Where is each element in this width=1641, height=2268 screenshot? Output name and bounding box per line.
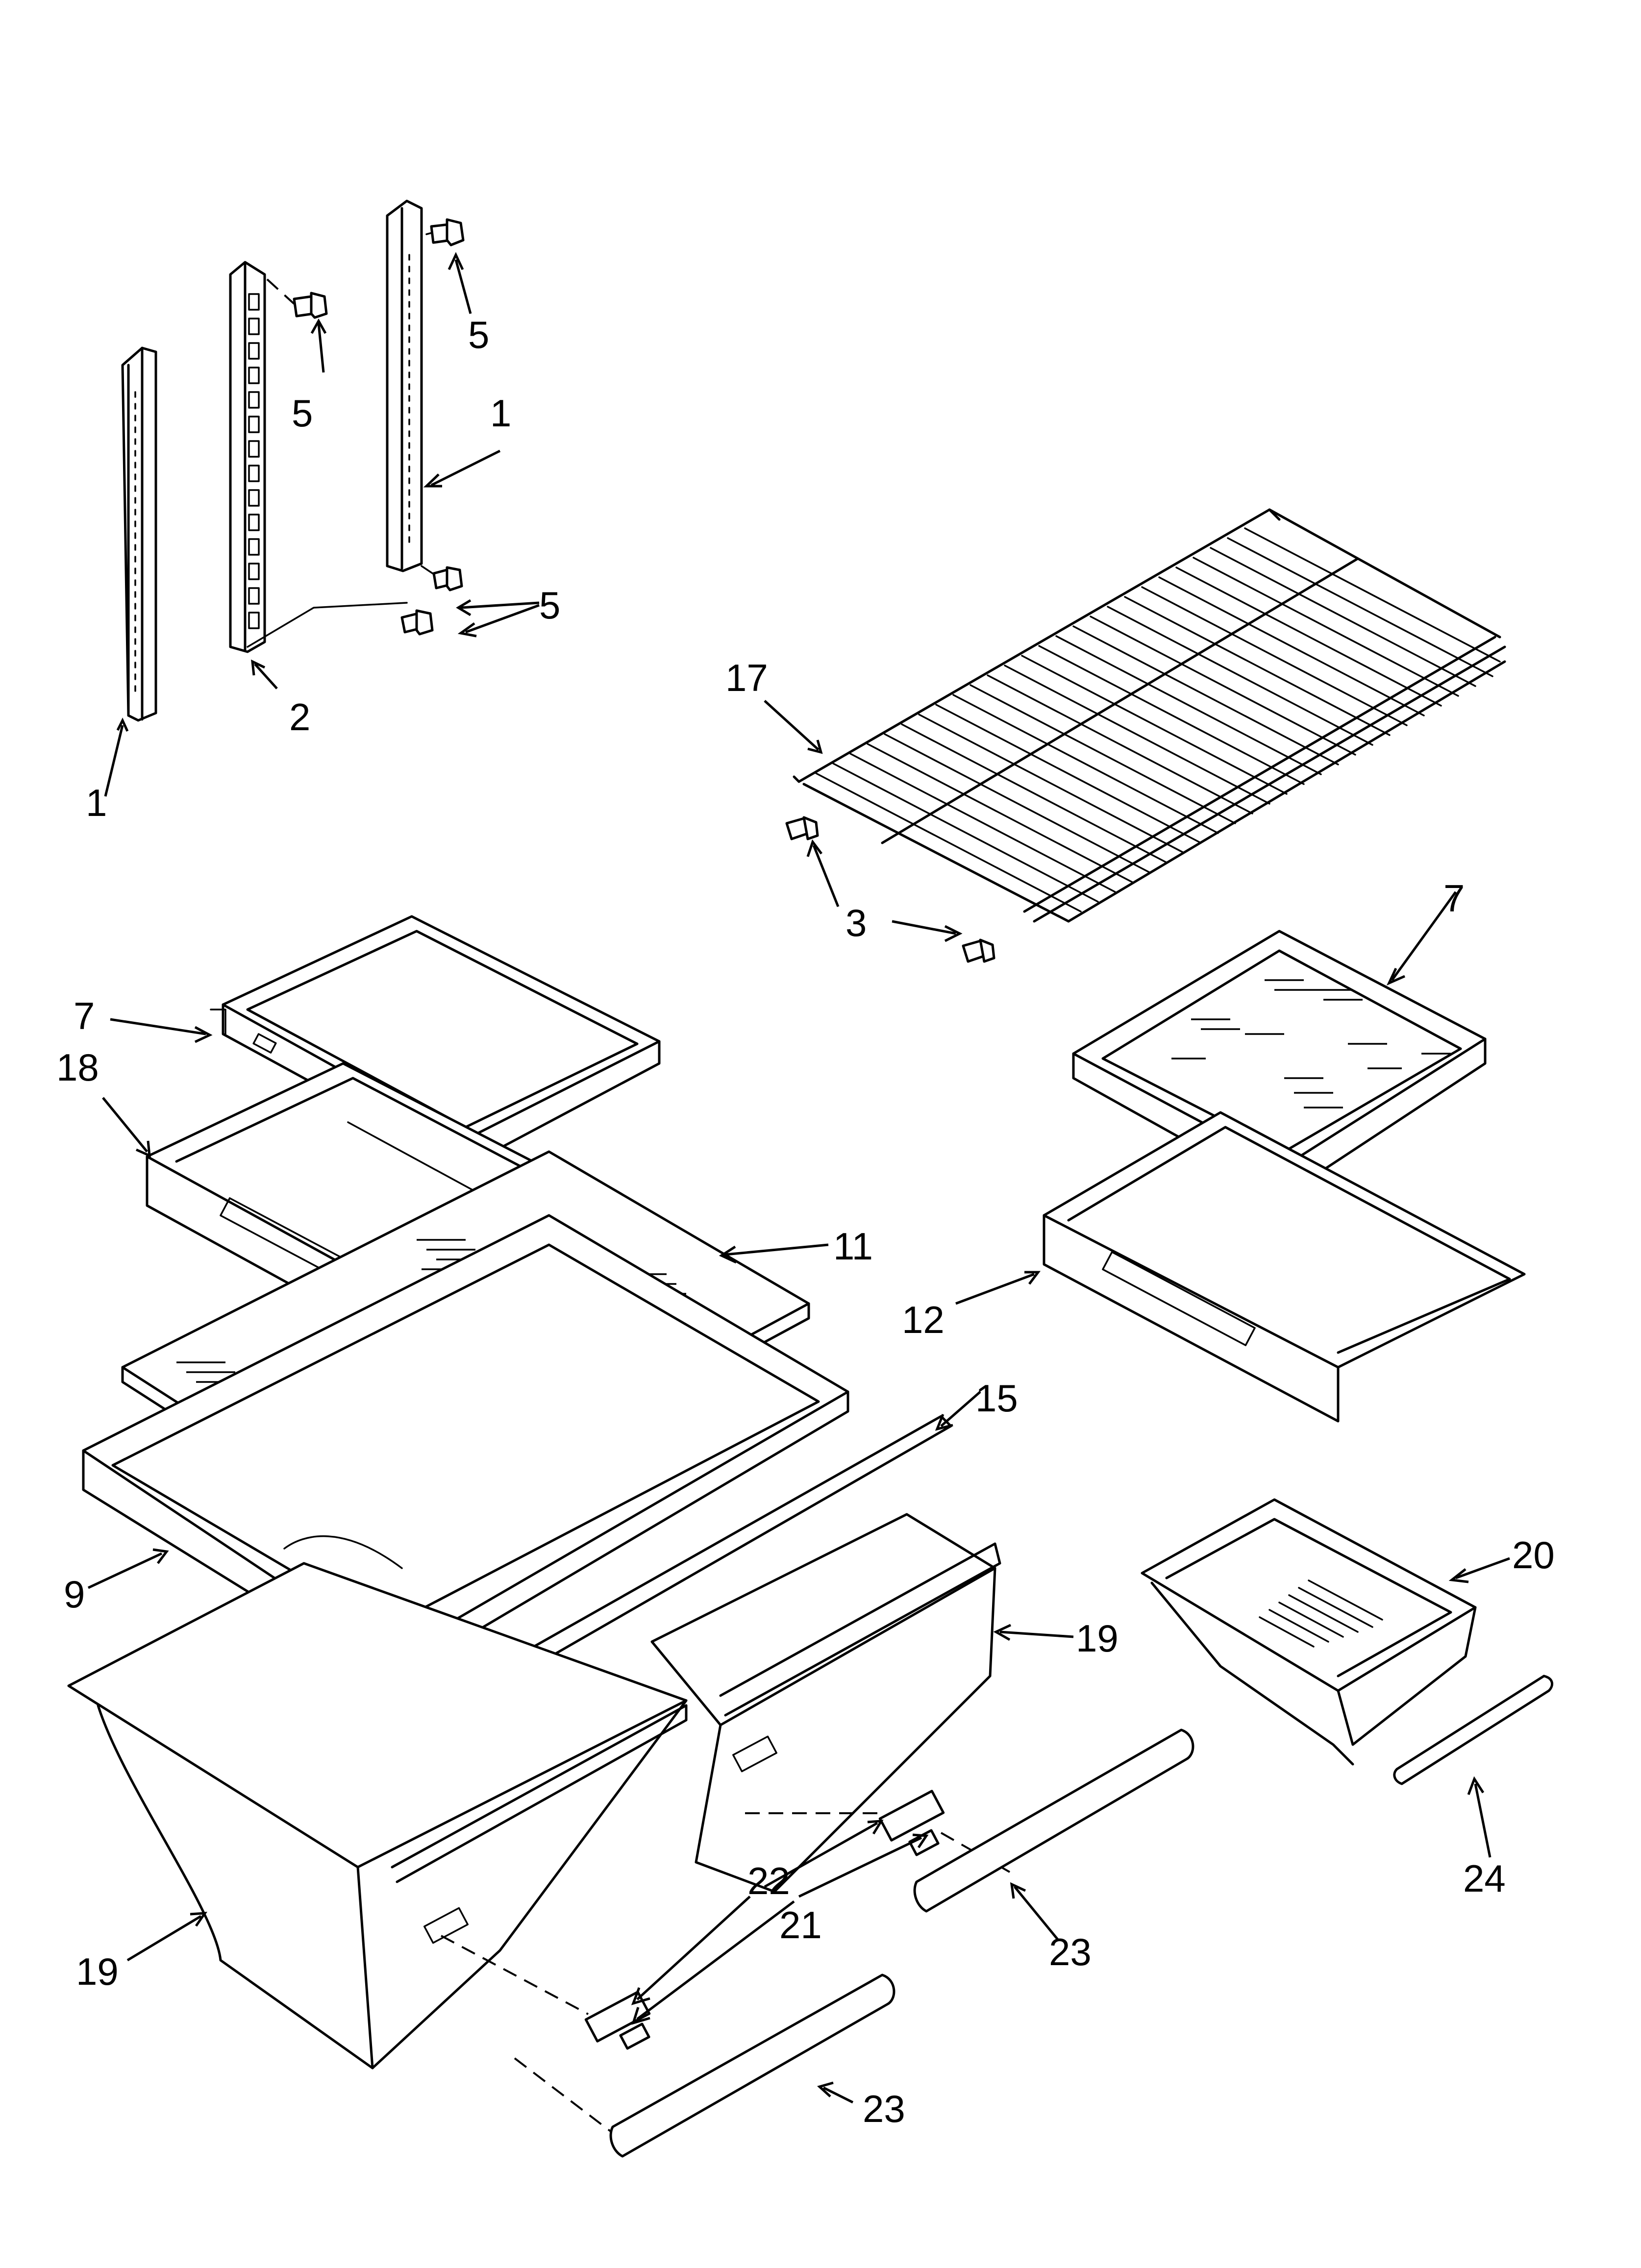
leader-arrows — [87, 252, 1510, 2104]
callout-12: 12 — [902, 1298, 945, 1341]
callout-17: 17 — [725, 656, 768, 699]
callout-23a: 23 — [1049, 1930, 1092, 1973]
callout-1b: 1 — [490, 392, 511, 435]
callout-24: 24 — [1463, 1857, 1506, 1900]
callout-3: 3 — [845, 901, 867, 944]
callout-7b: 7 — [1443, 877, 1465, 920]
shelf-ladder-left — [121, 346, 157, 722]
screw-icon — [421, 565, 463, 592]
callout-22: 22 — [747, 1859, 790, 1902]
crisper-drawer-left — [67, 1562, 688, 2070]
callout-23b: 23 — [863, 2087, 905, 2130]
callout-15: 15 — [975, 1377, 1018, 1420]
callout-2: 2 — [289, 695, 310, 739]
dashed-guides — [441, 1812, 1010, 2138]
callout-21: 21 — [779, 1903, 822, 1947]
bumper-strip — [609, 1973, 895, 2158]
callout-18: 18 — [56, 1046, 99, 1089]
screw-icon — [247, 602, 434, 648]
callout-5b: 5 — [468, 313, 489, 356]
deli-drawer — [1141, 1498, 1477, 1766]
callout-1a: 1 — [86, 781, 107, 824]
bumper-strip — [913, 1728, 1194, 1913]
callout-9: 9 — [64, 1573, 85, 1616]
callout-19b: 19 — [76, 1950, 119, 1993]
callout-19a: 19 — [1076, 1617, 1119, 1660]
deli-trim-strip — [1393, 1675, 1553, 1785]
crisper-drawer-right — [650, 1513, 1001, 1893]
support-peg-icon — [962, 938, 995, 963]
support-peg-icon — [785, 816, 819, 840]
clip-icon — [584, 1790, 945, 2050]
callout-5c: 5 — [539, 584, 560, 627]
callout-5a: 5 — [292, 392, 313, 435]
callout-11: 11 — [833, 1225, 873, 1268]
shelf-ladder-right — [386, 199, 423, 572]
screw-icon — [425, 218, 465, 247]
shelf-frame-right — [1043, 1111, 1526, 1423]
wire-shelf — [793, 508, 1506, 923]
callout-7a: 7 — [74, 994, 95, 1037]
shelf-ladder-center — [229, 261, 266, 653]
callout-20: 20 — [1512, 1533, 1555, 1577]
callout-labels: 1 1 2 3 5 5 5 7 7 9 11 12 15 17 18 19 19… — [56, 313, 1555, 2130]
screw-icon — [266, 278, 328, 319]
